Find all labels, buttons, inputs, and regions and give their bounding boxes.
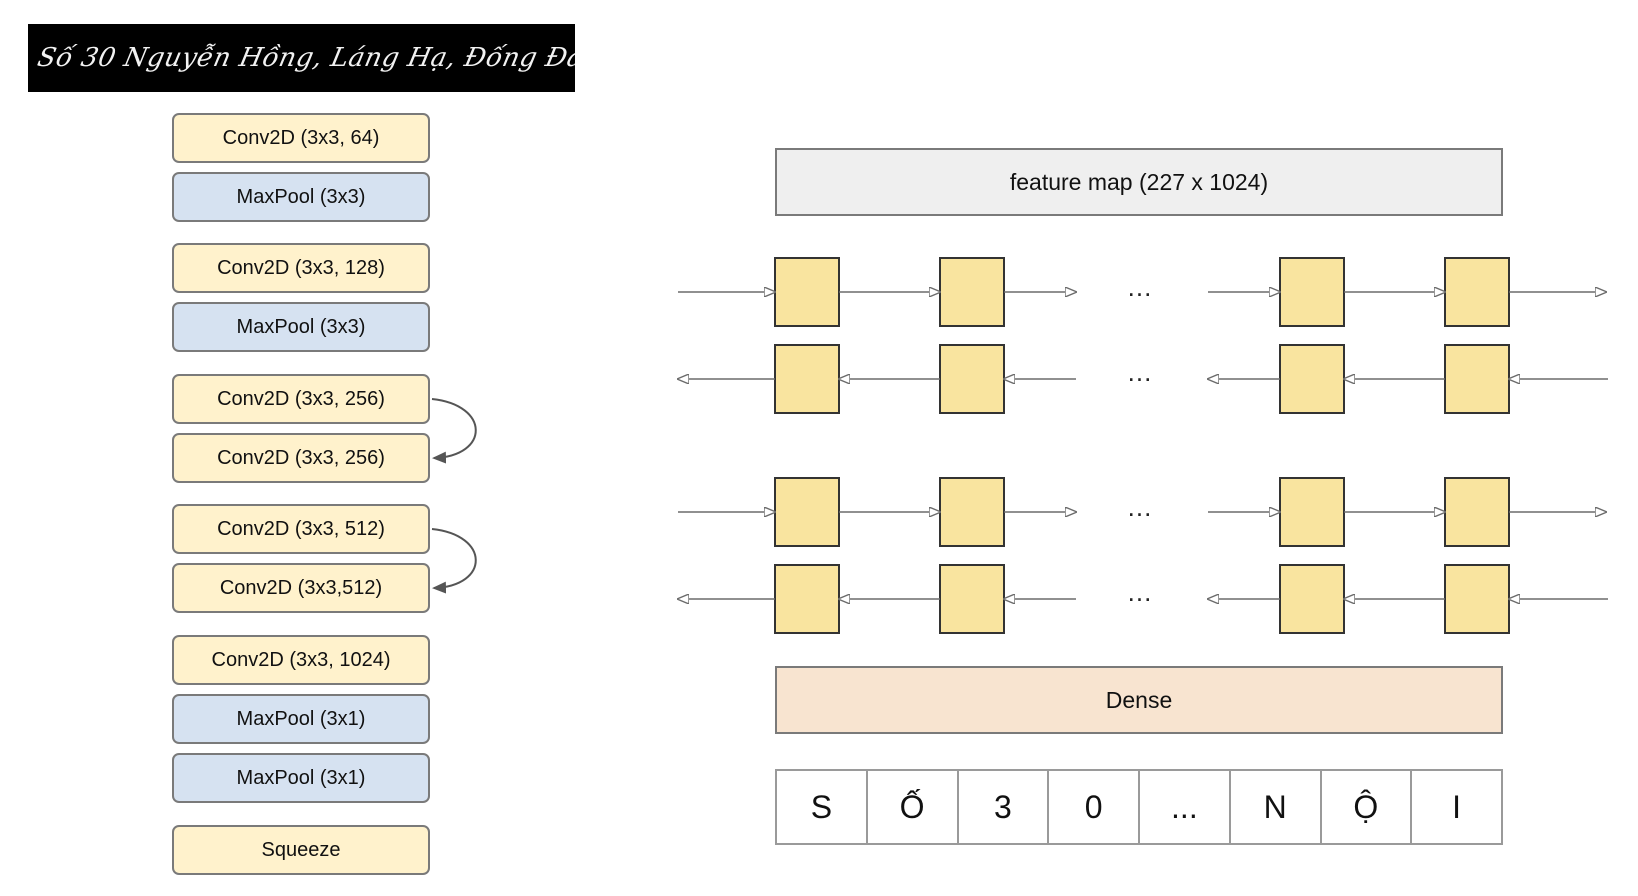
rnn-cell-r1-c4 bbox=[1444, 257, 1510, 327]
dense-layer-box: Dense bbox=[775, 666, 1503, 734]
rnn-cell-r3-c3 bbox=[1279, 477, 1345, 547]
cnn-layer-squeeze: Squeeze bbox=[172, 825, 430, 875]
output-char: I bbox=[1452, 788, 1462, 825]
cnn-layer-conv2d-256-b: Conv2D (3x3, 256) bbox=[172, 433, 430, 483]
rnn-cell-r1-c2 bbox=[939, 257, 1005, 327]
rnn-ellipsis-row-3: ... bbox=[1127, 492, 1153, 522]
cnn-layer-maxpool-2: MaxPool (3x3) bbox=[172, 302, 430, 352]
skip-connection-256 bbox=[431, 398, 477, 464]
input-handwriting-image: Số 30 Nguyễn Hồng, Láng Hạ, Đống Đa, Hà … bbox=[28, 24, 575, 92]
output-char: S bbox=[777, 771, 868, 843]
cnn-layer-conv2d-128: Conv2D (3x3, 128) bbox=[172, 243, 430, 293]
output-char: ... bbox=[1140, 771, 1231, 843]
rnn-cell-r4-c2 bbox=[939, 564, 1005, 634]
rnn-cell-r3-c4 bbox=[1444, 477, 1510, 547]
rnn-ellipsis-row-1: ... bbox=[1127, 272, 1153, 302]
rnn-cell-r4-c3 bbox=[1279, 564, 1345, 634]
rnn-ellipsis-row-2: ... bbox=[1127, 357, 1153, 387]
cnn-layer-maxpool-1: MaxPool (3x3) bbox=[172, 172, 430, 222]
rnn-cell-r2-c1 bbox=[774, 344, 840, 414]
rnn-ellipsis-row-4: ... bbox=[1127, 577, 1153, 607]
rnn-cell-r3-c2 bbox=[939, 477, 1005, 547]
rnn-cell-r1-c1 bbox=[774, 257, 840, 327]
skip-connection-512 bbox=[431, 528, 477, 594]
cnn-layer-conv2d-512-a: Conv2D (3x3, 512) bbox=[172, 504, 430, 554]
rnn-cell-r4-c1 bbox=[774, 564, 840, 634]
cnn-layer-conv2d-256-a: Conv2D (3x3, 256) bbox=[172, 374, 430, 424]
rnn-cell-r2-c2 bbox=[939, 344, 1005, 414]
rnn-cell-r2-c4 bbox=[1444, 344, 1510, 414]
output-char: 0 bbox=[1049, 771, 1140, 843]
cnn-layer-conv2d-512-b: Conv2D (3x3,512) bbox=[172, 563, 430, 613]
output-char: 3 bbox=[959, 771, 1050, 843]
rnn-cell-r4-c4 bbox=[1444, 564, 1510, 634]
cnn-layer-conv2d-1024: Conv2D (3x3, 1024) bbox=[172, 635, 430, 685]
cnn-layer-conv2d-64: Conv2D (3x3, 64) bbox=[172, 113, 430, 163]
cnn-layer-maxpool-3x1-b: MaxPool (3x1) bbox=[172, 753, 430, 803]
output-char: Ộ bbox=[1322, 771, 1413, 843]
rnn-cell-r3-c1 bbox=[774, 477, 840, 547]
feature-map-box: feature map (227 x 1024) bbox=[775, 148, 1503, 216]
rnn-cell-r1-c3 bbox=[1279, 257, 1345, 327]
output-char: N bbox=[1231, 771, 1322, 843]
rnn-cell-r2-c3 bbox=[1279, 344, 1345, 414]
cnn-layer-maxpool-3x1-a: MaxPool (3x1) bbox=[172, 694, 430, 744]
output-characters: S Ố 3 0 ... N Ộ I bbox=[775, 769, 1503, 845]
output-char: Ố bbox=[868, 771, 959, 843]
